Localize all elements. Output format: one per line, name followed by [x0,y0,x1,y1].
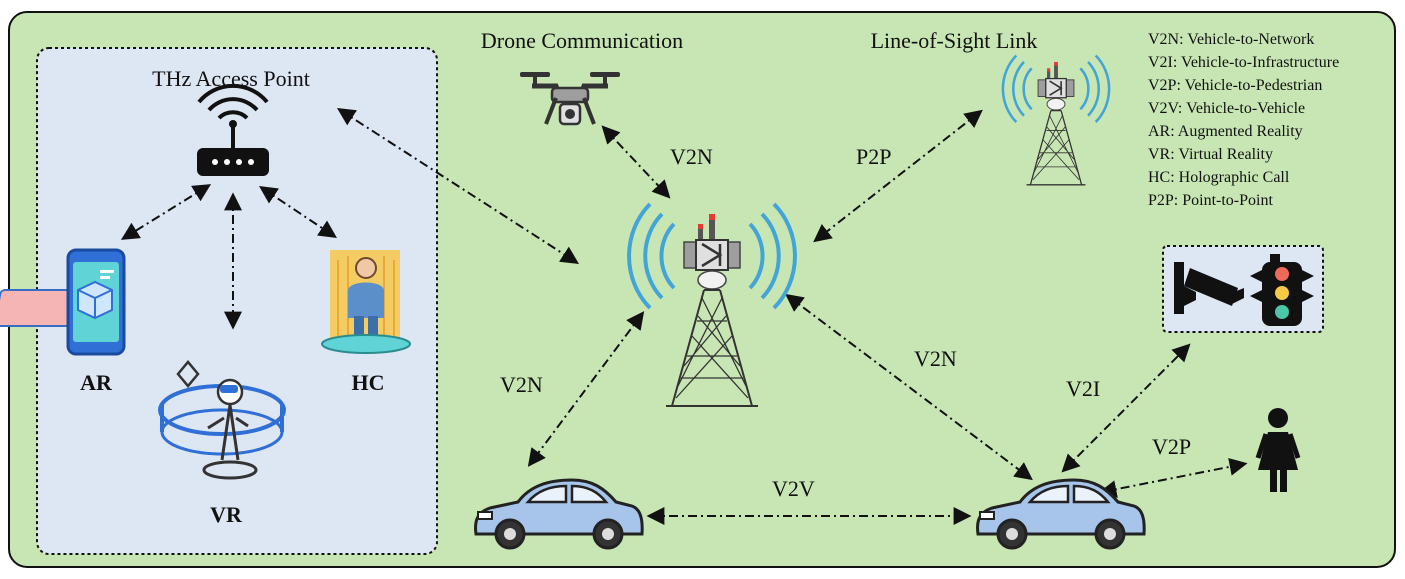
arrow-v2i [1061,343,1191,473]
arrow-p2p [813,109,983,243]
wifi-router-icon [197,84,269,176]
arrow-car-right-tower [785,293,1033,481]
legend-item: V2V: Vehicle-to-Vehicle [1148,100,1305,117]
pedestrian-icon [1255,408,1301,492]
vr-label: VR [210,502,243,527]
hologram-person-icon [321,250,411,354]
arrow-thz-tower [336,108,580,264]
arrow-v2p [1098,457,1248,499]
ar-label: AR [80,370,113,395]
link-arrows [120,108,1248,525]
arrow-drone-tower [601,125,671,199]
drone-communication-label: Drone Communication [481,28,683,53]
drone-icon [520,72,620,126]
legend-item: V2N: Vehicle-to-Network [1148,31,1314,48]
legend-item: V2P: Vehicle-to-Pedestrian [1148,77,1322,94]
link-label-p2p: P2P [856,144,891,169]
legend: V2N: Vehicle-to-Network V2I: Vehicle-to-… [1148,31,1339,209]
cctv-camera-icon [1174,262,1244,314]
arrow-car-left-tower [527,311,645,467]
arrow-router-hc [259,186,337,238]
link-label-car-right-v2n: V2N [914,346,957,371]
line-of-sight-label: Line-of-Sight Link [871,28,1038,53]
ar-phone-icon [0,248,126,356]
link-label-v2v: V2V [772,476,815,501]
link-label-car-left-v2n: V2N [500,372,543,397]
thz-access-point-label: THz Access Point [152,66,310,91]
link-label-v2i: V2I [1066,376,1100,401]
hc-label: HC [352,370,385,395]
legend-item: VR: Virtual Reality [1148,146,1273,163]
arrow-router-ar [120,184,212,240]
link-label-drone-v2n: V2N [670,144,713,169]
legend-item: AR: Augmented Reality [1148,123,1303,140]
legend-item: P2P: Point-to-Point [1148,192,1273,209]
link-label-v2p: V2P [1152,434,1191,459]
legend-item: HC: Holographic Call [1148,169,1290,186]
traffic-light-icon [1250,254,1314,326]
legend-item: V2I: Vehicle-to-Infrastructure [1148,54,1339,71]
vr-headset-user-icon [158,360,286,480]
